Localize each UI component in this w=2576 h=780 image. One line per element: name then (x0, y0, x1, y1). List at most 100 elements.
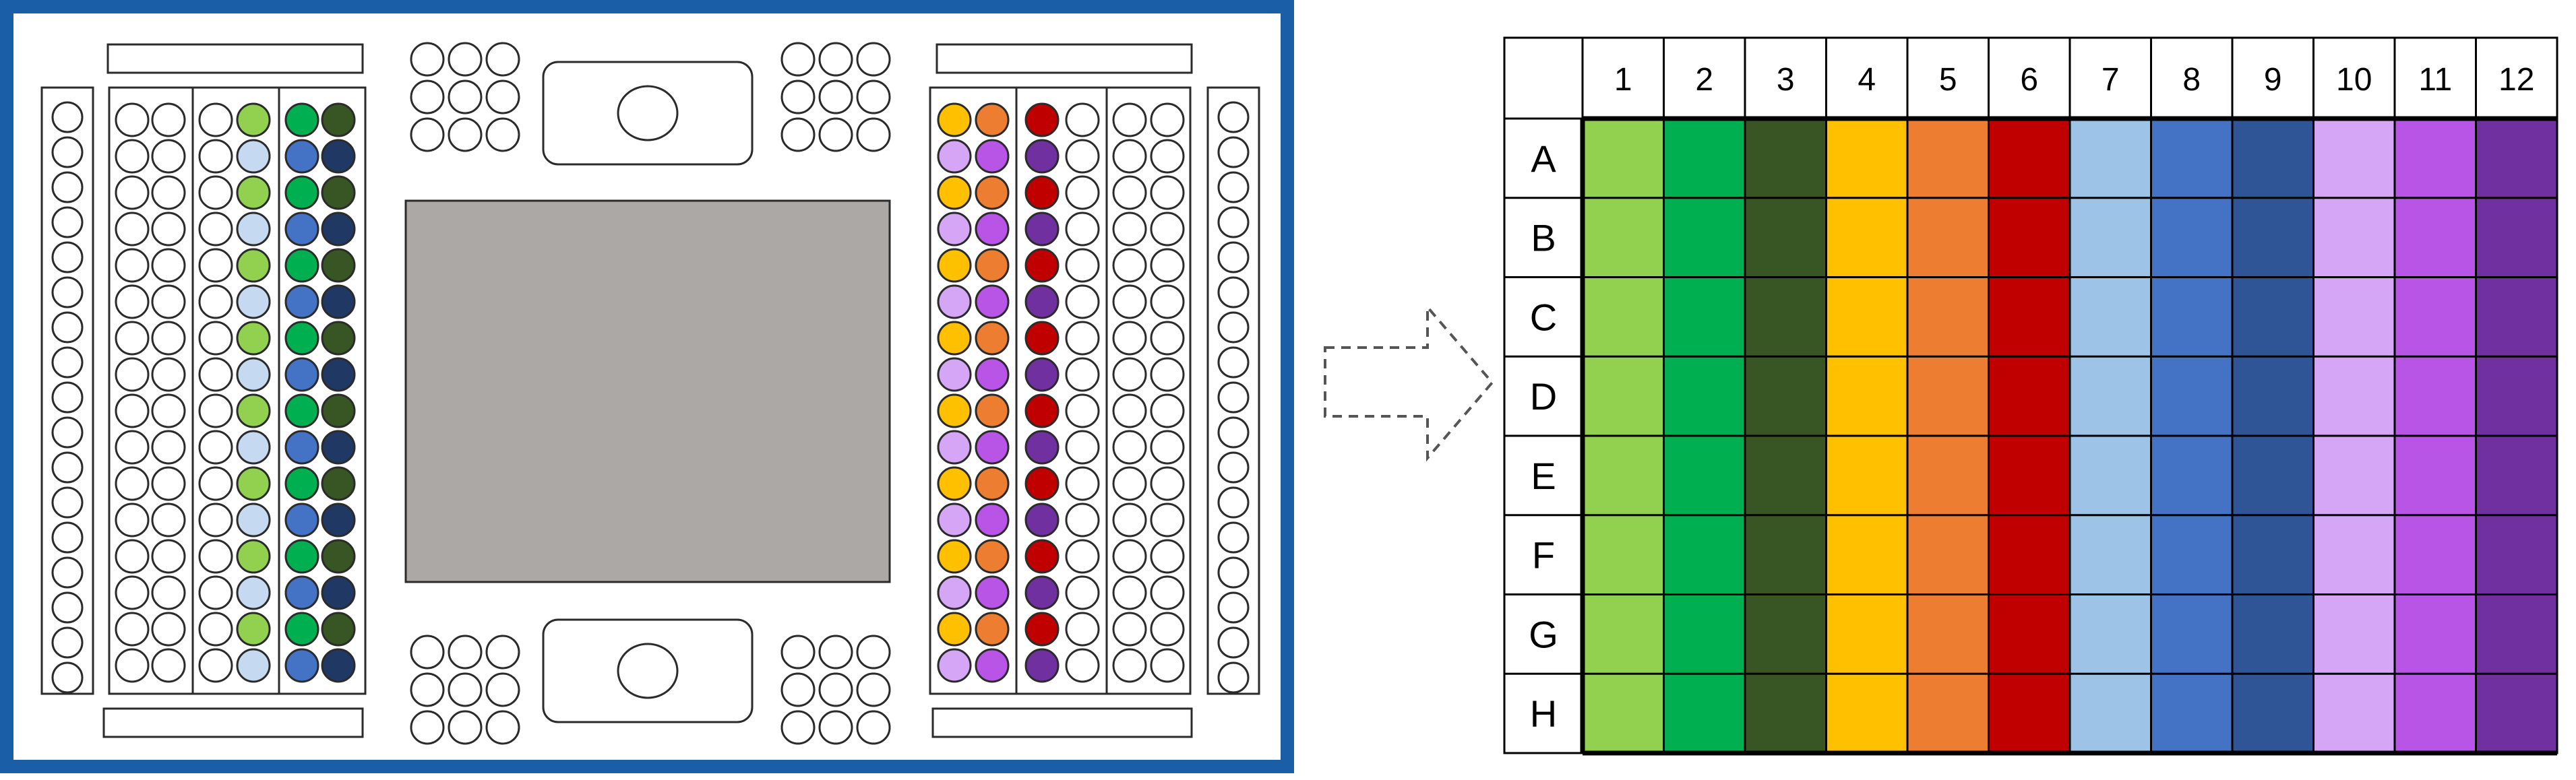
rack-well (284, 175, 319, 210)
rack-well (1150, 612, 1185, 647)
rack-well (937, 393, 972, 428)
rack-well (284, 321, 319, 356)
rack-well (236, 539, 271, 574)
row-header: B (1531, 217, 1556, 259)
rack-well (1065, 393, 1100, 428)
rack-well (1024, 284, 1060, 319)
rack-well (975, 539, 1010, 574)
row-header: G (1529, 613, 1558, 655)
rack-well (198, 175, 233, 210)
rack-well (115, 139, 150, 174)
block-well (818, 42, 853, 77)
strip-well (1217, 591, 1250, 624)
rack-well (115, 539, 150, 574)
rack-well (1024, 102, 1060, 137)
rack-well (1112, 612, 1147, 647)
rack-well (151, 393, 186, 428)
rack-well (1150, 139, 1185, 174)
block-well (780, 79, 816, 115)
rack-well (937, 321, 972, 356)
block-well (780, 635, 816, 670)
block-well (485, 79, 520, 115)
strip-well (1217, 626, 1250, 659)
strip-well (51, 136, 84, 168)
rack-well (321, 466, 356, 501)
strip-well (51, 521, 84, 554)
rack-well (1150, 648, 1185, 683)
rack-well (1065, 502, 1100, 538)
rack-well (975, 102, 1010, 137)
rack-well (198, 612, 233, 647)
rack-well (1112, 284, 1147, 319)
rack-well (198, 321, 233, 356)
center-plate (404, 199, 891, 583)
strip-well (51, 311, 84, 344)
rack-left-colored (191, 86, 367, 695)
rack-well (321, 139, 356, 174)
block-well (410, 117, 445, 152)
rack-well (1150, 430, 1185, 465)
strip-well (1217, 241, 1250, 273)
rack-well (1112, 212, 1147, 247)
rack-well (975, 612, 1010, 647)
rack-well (321, 502, 356, 538)
block-well (448, 42, 483, 77)
rack-well (321, 248, 356, 283)
rack-well (151, 575, 186, 610)
rack-well (1065, 357, 1100, 392)
rack-well (284, 430, 319, 465)
row-header: H (1530, 692, 1557, 735)
rack-well (236, 612, 271, 647)
rack-well (236, 102, 271, 137)
block-well (410, 710, 445, 745)
rack-well (975, 357, 1010, 392)
column-header: 8 (2182, 62, 2201, 98)
row-header: C (1530, 296, 1557, 338)
rack-well (236, 575, 271, 610)
transfer-arrow (1324, 303, 1494, 462)
strip-well (1217, 416, 1250, 449)
block-well (448, 635, 483, 670)
small-well-block-top-left (410, 42, 520, 152)
rack-well (151, 539, 186, 574)
column-header: 9 (2264, 62, 2282, 98)
rack-well (975, 139, 1010, 174)
rack-well (1112, 648, 1147, 683)
rack-well (1150, 284, 1185, 319)
rack-well (937, 248, 972, 283)
rack-well (1150, 357, 1185, 392)
rack-well (236, 139, 271, 174)
rack-well (937, 539, 972, 574)
rack-well (236, 502, 271, 538)
rack-well (1150, 393, 1185, 428)
rack-well (1024, 430, 1060, 465)
rack-well (975, 466, 1010, 501)
rack-well (236, 321, 271, 356)
rack-well (1150, 248, 1185, 283)
rack-well (151, 357, 186, 392)
rack-well (975, 502, 1010, 538)
rack-well (284, 612, 319, 647)
strip-well (51, 171, 84, 203)
rack-well (321, 575, 356, 610)
block-well (856, 710, 891, 745)
rack-well (151, 430, 186, 465)
reservoir-port (617, 643, 679, 699)
rack-well (1112, 430, 1147, 465)
rack-well (198, 466, 233, 501)
rack-well (1065, 648, 1100, 683)
rack-well (937, 175, 972, 210)
strip-well (51, 381, 84, 414)
rack-well (284, 248, 319, 283)
rack-well (151, 175, 186, 210)
rack-well (1065, 102, 1100, 137)
rack-left-white (108, 86, 194, 695)
rack-well (1150, 175, 1185, 210)
rack-well (198, 248, 233, 283)
rack-well (1065, 175, 1100, 210)
rack-well (321, 357, 356, 392)
column-header: 4 (1858, 62, 1876, 98)
rack-well (236, 212, 271, 247)
strip-well (51, 556, 84, 589)
